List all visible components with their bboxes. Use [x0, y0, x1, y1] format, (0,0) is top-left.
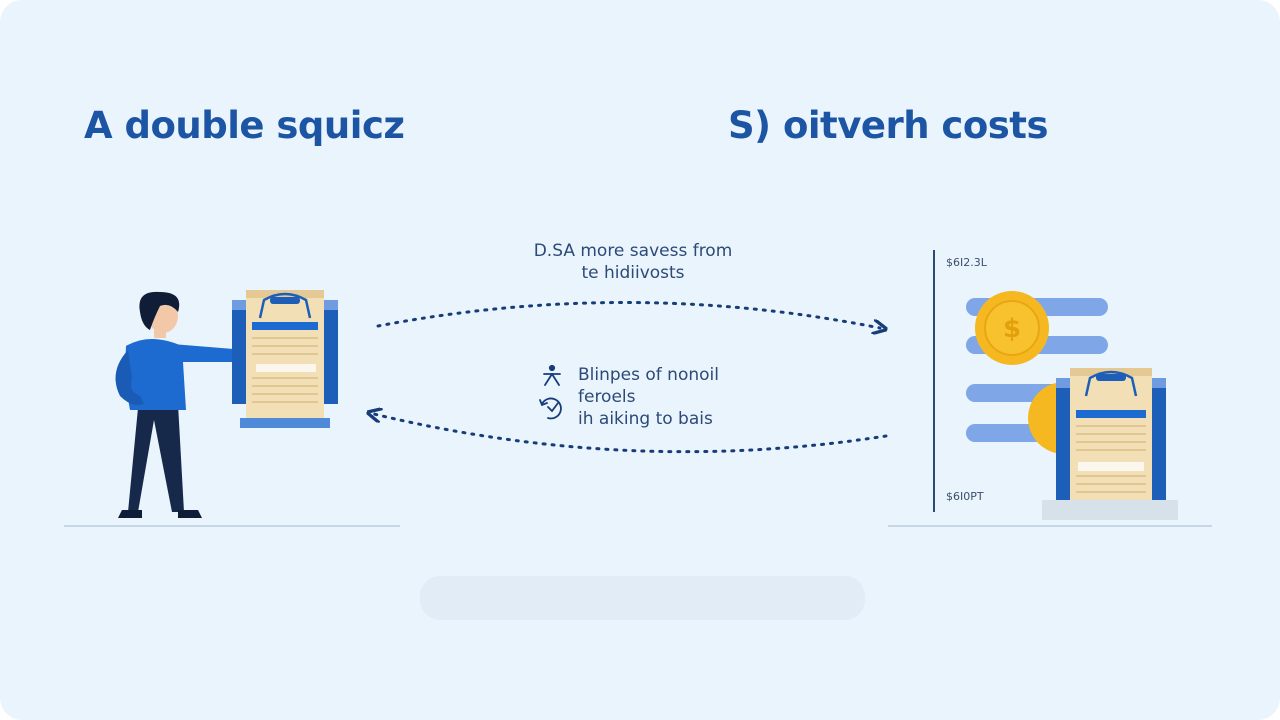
axis-tick-bottom: $6I0PT — [946, 490, 984, 503]
arrow-left-icon — [374, 414, 888, 454]
left-title: A double squicz — [84, 104, 405, 147]
svg-text:$: $ — [1003, 314, 1021, 344]
blurred-watermark — [420, 566, 865, 626]
watermark-shape — [420, 576, 865, 620]
arrow-right-icon — [376, 301, 880, 328]
dollar-coin-icon: $ — [975, 291, 1049, 365]
cycle-icon — [539, 397, 562, 420]
left-document-icon — [232, 290, 338, 428]
top-arrow-caption: D.SA more savess from te hidiivosts — [526, 240, 740, 284]
top-caption-line: D.SA more savess from — [533, 241, 733, 261]
bottom-caption-line: feroels — [578, 387, 636, 407]
bottom-caption-line: ih aiking to bais — [578, 409, 713, 429]
person-icon — [115, 291, 255, 518]
right-title: S) oitverh costs — [728, 104, 1049, 147]
scale-icon — [543, 364, 561, 386]
axis-tick-top: $6I2.3L — [946, 256, 987, 269]
bottom-caption-line: Blinpes of nonoil — [578, 365, 719, 385]
right-document-icon — [1042, 368, 1178, 520]
bottom-arrow-caption: Blinpes of nonoil feroels ih aiking to b… — [578, 364, 719, 430]
top-caption-line: te hidiivosts — [581, 263, 685, 283]
